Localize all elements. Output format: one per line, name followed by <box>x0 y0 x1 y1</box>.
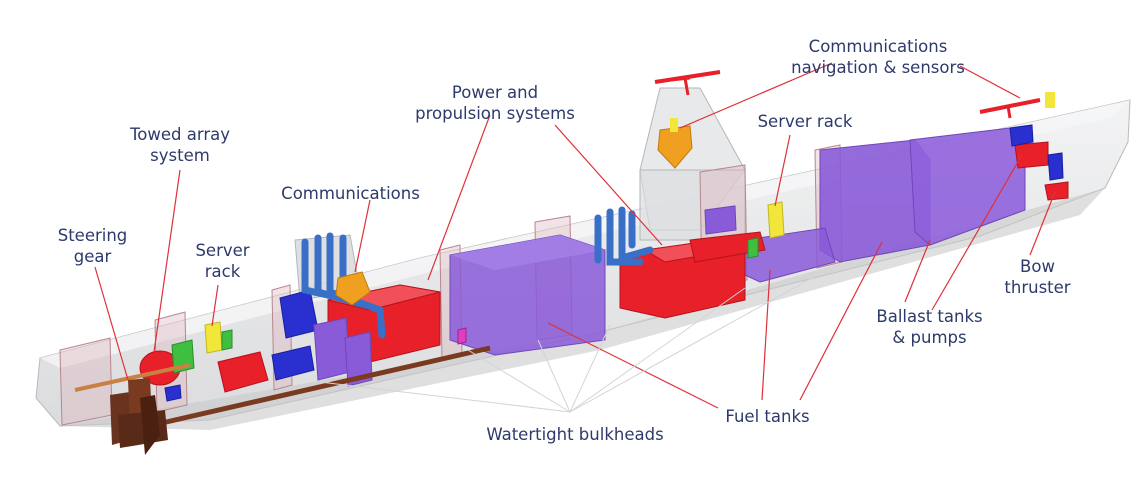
server-racks <box>204 201 785 354</box>
label-ballast-tanks-pumps: Ballast tanks & pumps <box>876 307 983 347</box>
label-comms-navigation-sensors: Communications navigation & sensors <box>791 37 965 77</box>
sensors <box>335 70 1055 306</box>
label-communications: Communications <box>281 184 420 203</box>
propulsion-shaft <box>74 345 491 455</box>
label-fuel-tanks: Fuel tanks <box>725 407 810 426</box>
label-towed-array: Towed array system <box>130 125 230 165</box>
aft-housings <box>313 317 373 387</box>
label-bow-thruster: Bow thruster <box>1004 257 1071 297</box>
leader-lines <box>94 62 1056 409</box>
label-server-rack-left: Server rack <box>195 241 250 281</box>
label-steering-gear: Steering gear <box>57 226 128 266</box>
bulkhead-pointer-lines <box>319 267 831 413</box>
label-watertight-bulkheads: Watertight bulkheads <box>486 425 664 444</box>
motors <box>164 124 1064 402</box>
label-power-propulsion: Power and propulsion systems <box>415 83 575 123</box>
label-server-rack-top: Server rack <box>757 112 853 131</box>
